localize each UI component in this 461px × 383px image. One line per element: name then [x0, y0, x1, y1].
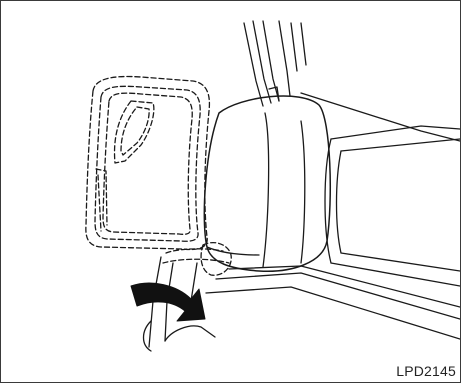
figure-code: LPD2145 [396, 363, 456, 379]
mirror-open-position [86, 77, 231, 276]
a-pillar [244, 21, 306, 106]
door-beltline [206, 266, 460, 339]
curved-arrow-icon [131, 283, 205, 321]
